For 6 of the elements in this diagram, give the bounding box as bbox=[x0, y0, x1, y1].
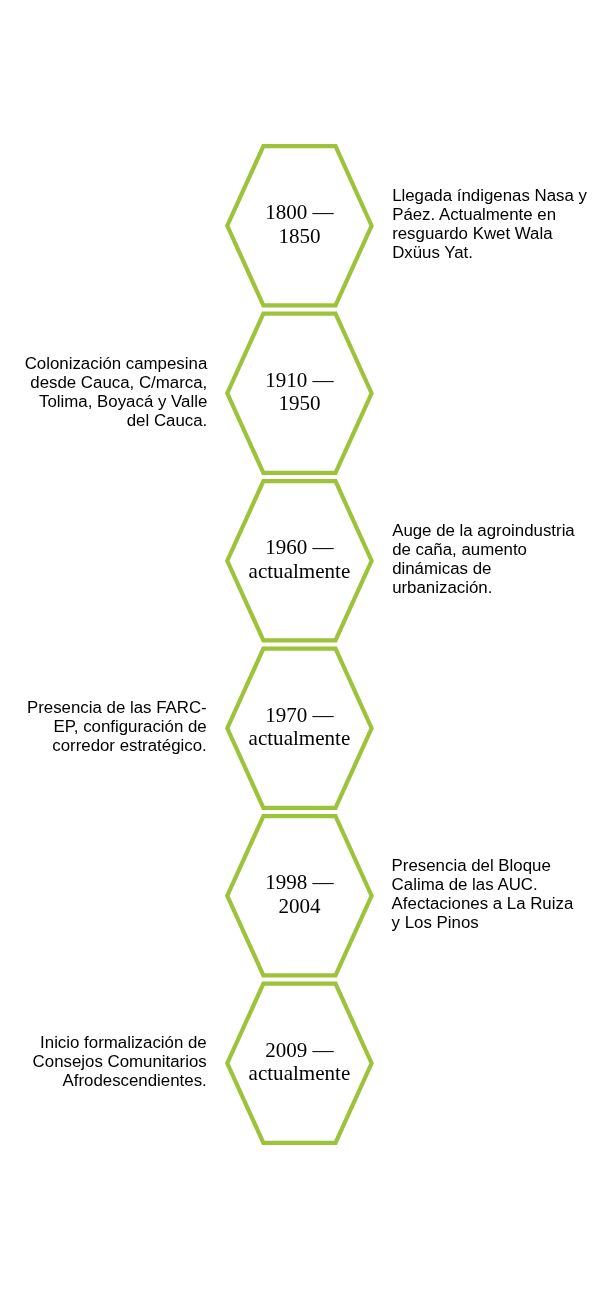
node-label: Colonización campesina desde Cauca, C/marca, Tolima, Boyacá y Valle del Cauca. bbox=[24, 353, 208, 430]
node-label: Presencia de las FARC-EP, configuración de corredor estratégico. bbox=[26, 698, 207, 756]
node-label: Inicio formalización de Consejos Comunitarios Afrodescendientes. bbox=[32, 1033, 207, 1091]
node-label: Llegada índigenas Nasa y Páez. Actualmente en resguardo Kwet Wala Dxüus Yat. bbox=[392, 186, 587, 263]
node-label: Auge de la agroindustria de caña, aumento dinámicas de urbanización. bbox=[392, 521, 575, 598]
node-label: Presencia del Bloque Calima de las AUC. Afectaciones a La Ruiza y Los Pinos bbox=[391, 856, 574, 933]
